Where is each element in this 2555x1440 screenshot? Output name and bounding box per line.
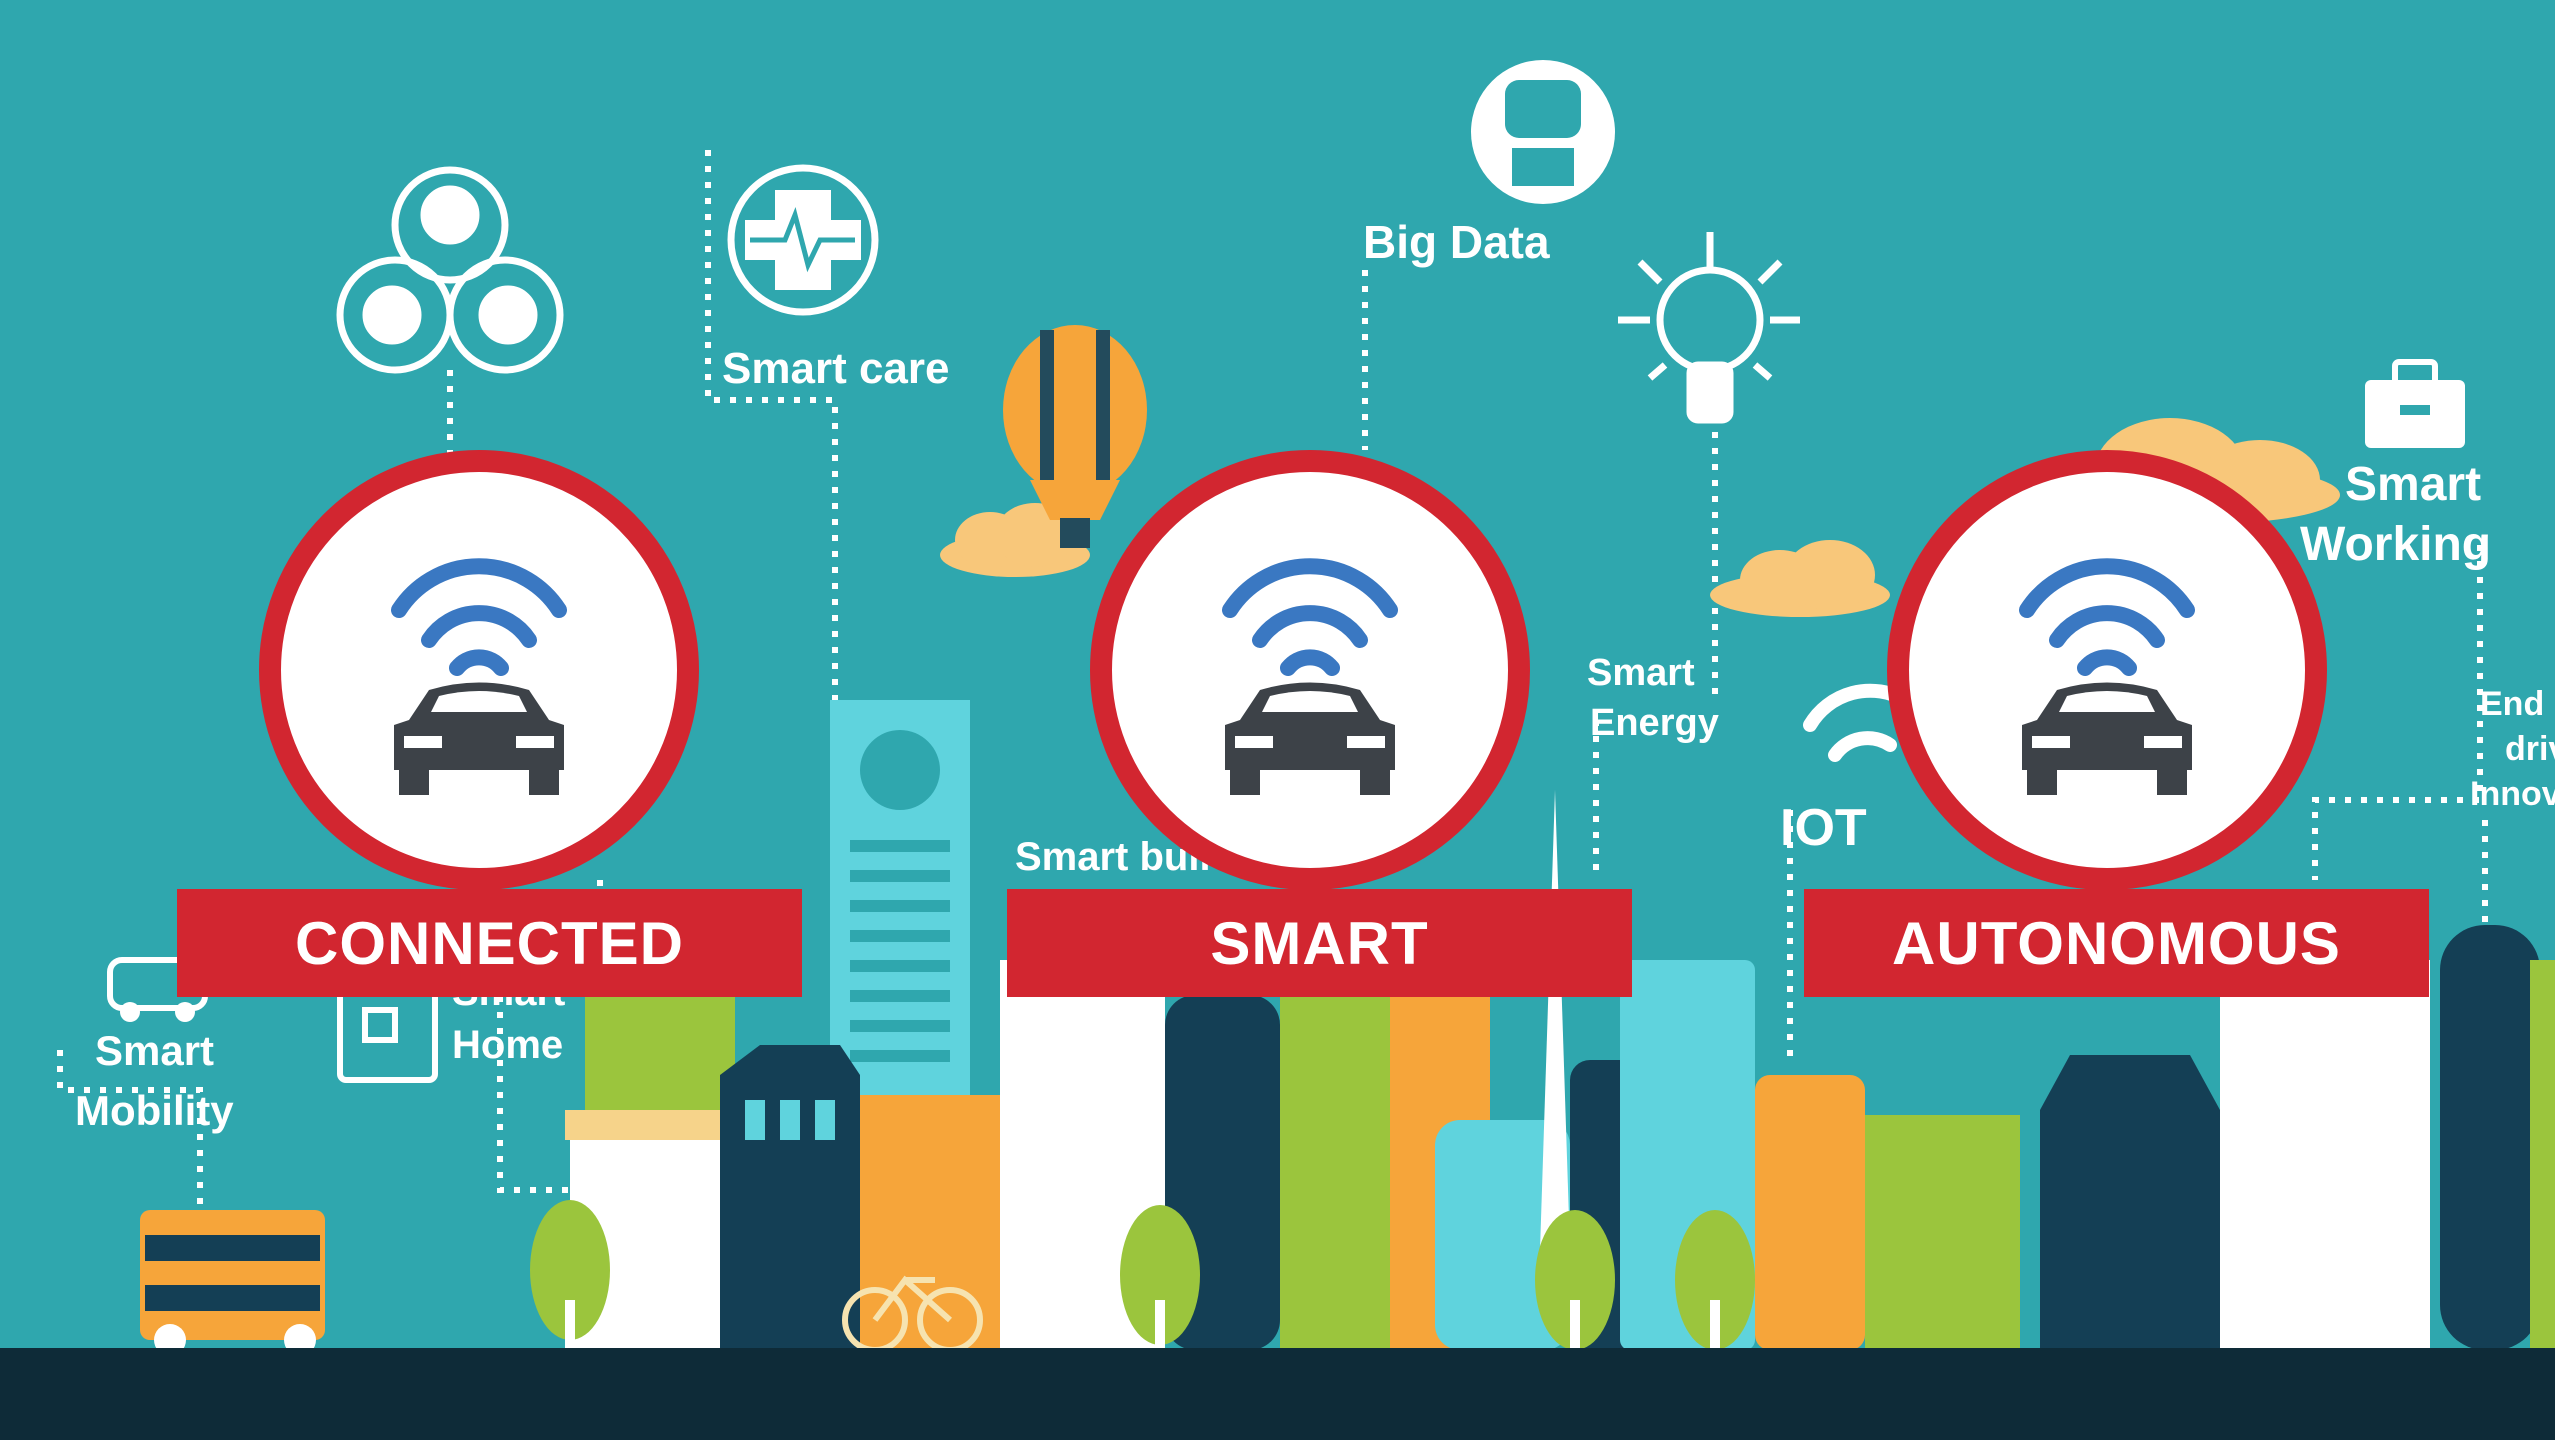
end-user-label-line1: End u — [2480, 685, 2555, 723]
bus-icon — [140, 1210, 325, 1356]
autonomous-badge — [1887, 450, 2327, 890]
connected-badge — [259, 450, 699, 890]
connected-car-icon — [391, 558, 567, 795]
smart-energy-label-line2: Energy — [1590, 702, 1719, 744]
connected-banner: CONNECTED — [177, 889, 802, 997]
database-icon — [1471, 60, 1615, 204]
smart-mobility-label-line2: Mobility — [75, 1087, 234, 1134]
buildings — [565, 700, 2555, 1350]
hot-air-balloon-icon — [1003, 325, 1147, 548]
smart-banner: SMART — [1007, 889, 1632, 997]
smart-care-label: Smart care — [722, 344, 949, 393]
smart-badge — [1090, 450, 1530, 890]
smart-working-label-line1: Smart — [2345, 458, 2481, 511]
lightbulb-icon — [1618, 232, 1800, 424]
smart-mobility-label-line1: Smart — [95, 1027, 214, 1074]
big-data-label: Big Data — [1363, 216, 1550, 268]
ground — [0, 1348, 2555, 1440]
briefcase-icon — [2365, 359, 2465, 448]
autonomous-banner-label: AUTONOMOUS — [1892, 909, 2341, 977]
end-user-label-line3: Innov — [2470, 775, 2555, 813]
autonomous-banner: AUTONOMOUS — [1804, 889, 2429, 997]
iot-label: IOT — [1780, 799, 1867, 857]
connected-banner-label: CONNECTED — [294, 909, 684, 977]
smart-working-label-line2: Working — [2300, 518, 2491, 571]
smart-energy-label-line1: Smart — [1587, 652, 1695, 694]
smart-home-label-line2: Home — [452, 1023, 563, 1067]
connected-car-icon — [2019, 558, 2195, 795]
smart-care-icon — [727, 164, 879, 316]
community-icon — [336, 166, 564, 374]
connected-car-icon — [1222, 558, 1398, 795]
trees — [530, 1200, 1755, 1350]
smart-banner-label: SMART — [1210, 909, 1429, 977]
dotted-connector-lines — [57, 150, 2488, 1210]
end-user-label-line2: driv — [2505, 730, 2555, 768]
